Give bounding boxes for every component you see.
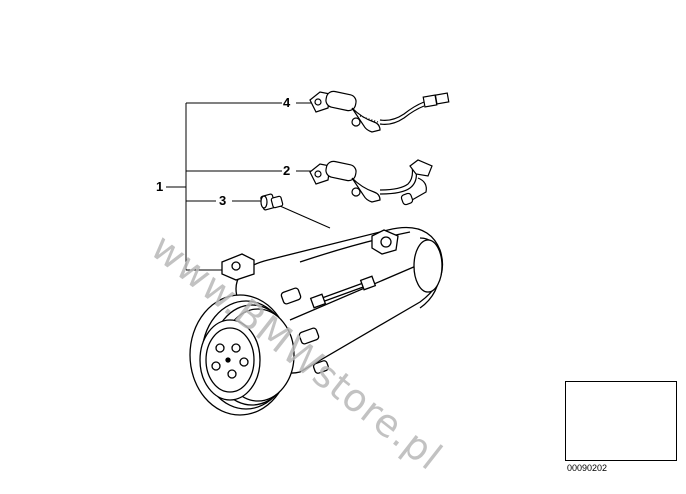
diagram-code: 00090202 bbox=[567, 463, 608, 473]
pressure-sensor-upper-icon bbox=[309, 90, 450, 133]
callout-label-2: 2 bbox=[283, 163, 291, 178]
valve-plug-icon bbox=[260, 193, 284, 211]
callout-label-1: 1 bbox=[156, 179, 164, 194]
callout-label-4: 4 bbox=[283, 95, 291, 110]
ac-compressor-icon bbox=[189, 226, 444, 416]
car-thumbnail-frame bbox=[565, 381, 677, 461]
leader-lines bbox=[166, 102, 331, 271]
pressure-sensor-lower-icon bbox=[309, 159, 433, 206]
callout-label-3: 3 bbox=[219, 193, 227, 208]
